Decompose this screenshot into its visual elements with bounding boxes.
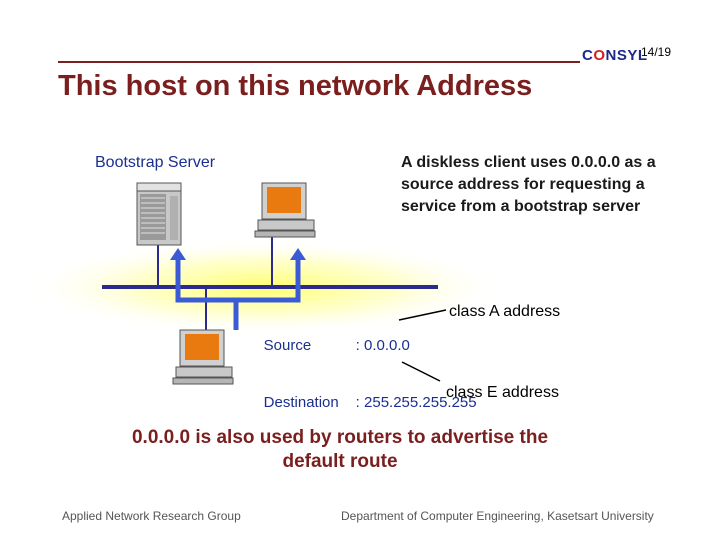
class-a-label: class A address — [449, 303, 561, 320]
arrow-head-server — [170, 248, 186, 260]
class-e-pointer — [401, 361, 441, 382]
class-a-pointer — [398, 309, 447, 321]
arrow-head-pc — [290, 248, 306, 260]
footer-department: Department of Computer Engineering, Kase… — [341, 509, 654, 523]
source-value: : 0.0.0.0 — [355, 337, 410, 354]
page-number: 14/19 — [641, 45, 672, 59]
footer-group-name: Applied Network Research Group — [62, 509, 241, 523]
request-arrows — [175, 258, 301, 330]
bootstrap-server-label: Bootstrap Server — [95, 154, 216, 171]
diskless-client-icon — [172, 329, 234, 385]
computer-icon-top — [254, 182, 316, 238]
source-label: Source — [263, 337, 312, 354]
consyl-logo: CONSYL — [582, 47, 648, 64]
class-e-label: class E address — [446, 384, 559, 401]
header-divider — [58, 61, 580, 63]
default-route-note: 0.0.0.0 is also used by routers to adver… — [131, 427, 549, 472]
diskless-client-description: A diskless client uses 0.0.0.0 as a sour… — [401, 154, 656, 215]
packet-addresses: Source : 0.0.0.0 Destination : 255.255.255… — [247, 317, 477, 431]
server-icon — [136, 182, 182, 246]
slide-title: This host on this network Address — [58, 70, 533, 102]
destination-label: Destination — [263, 394, 339, 411]
destination-value: : 255.255.255.255 — [355, 394, 477, 411]
